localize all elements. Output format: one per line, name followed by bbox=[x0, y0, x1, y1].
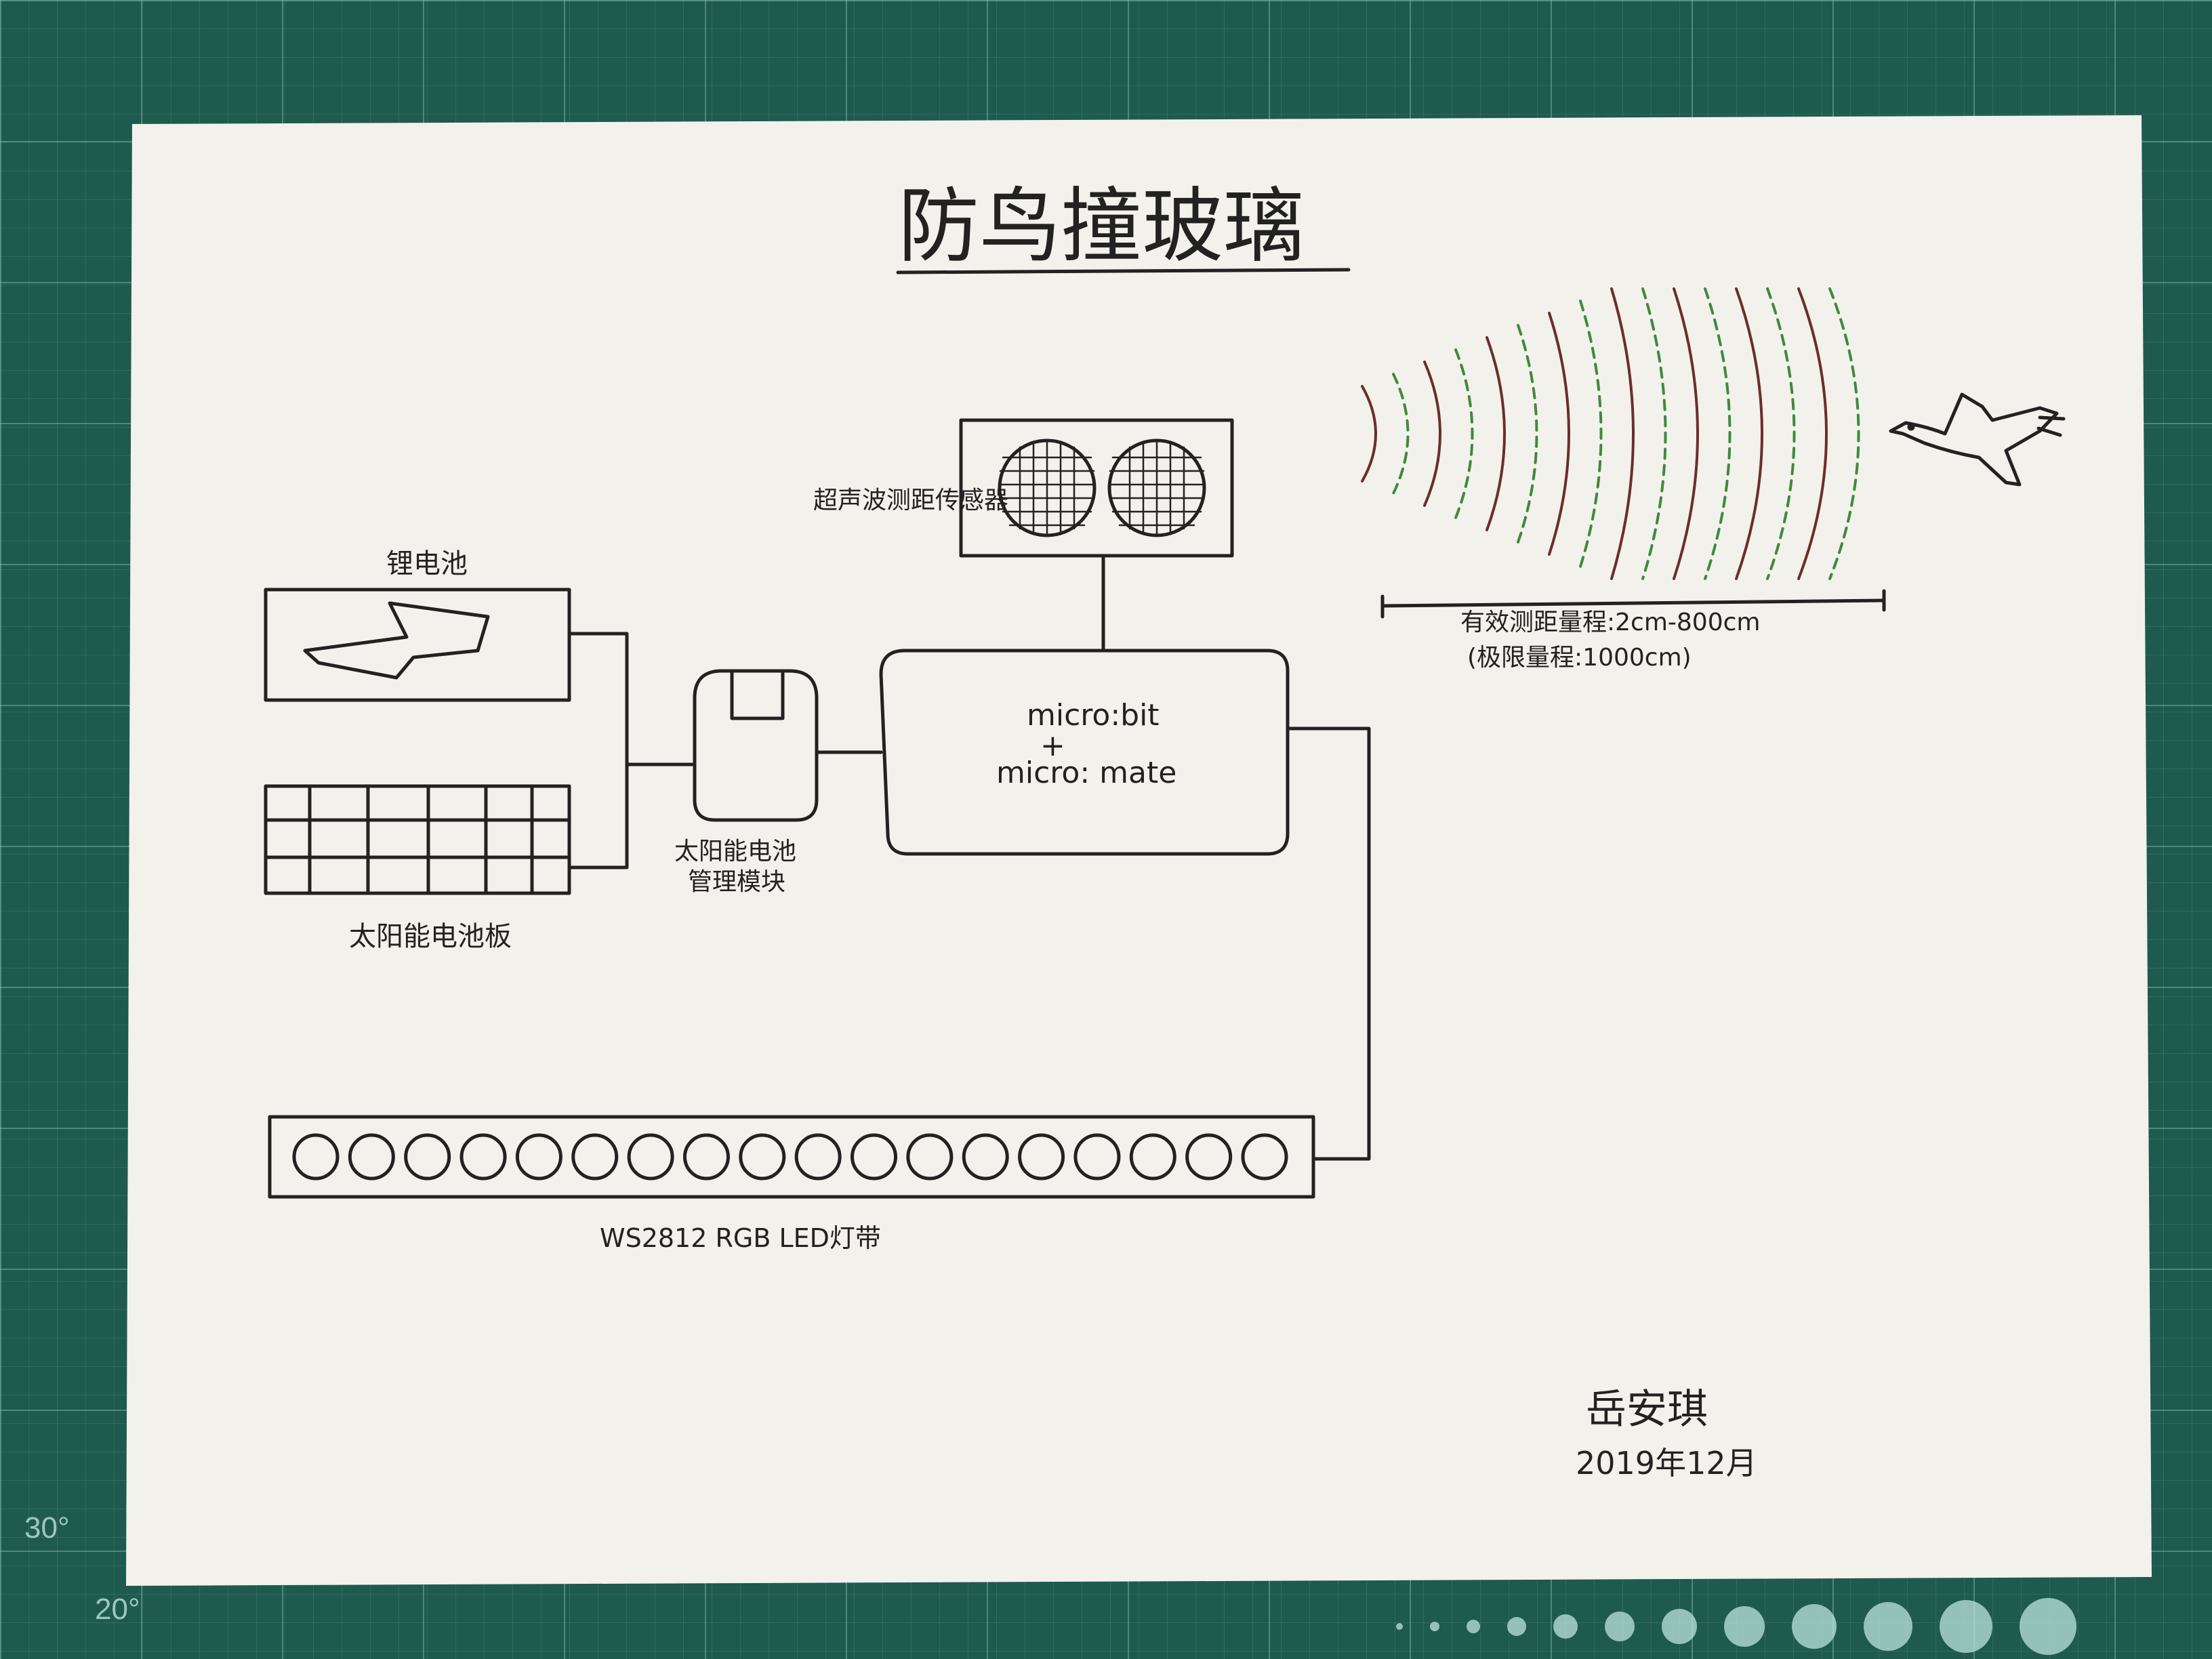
wave-arc-solid bbox=[1673, 287, 1699, 580]
range-label-line1: 有效测距量程:2cm-800cm bbox=[1460, 609, 1760, 636]
wave-arc-dashed bbox=[1766, 287, 1796, 580]
led bbox=[962, 1133, 1009, 1181]
wave-arc-solid bbox=[1486, 336, 1506, 531]
controller-to-led-wire bbox=[1286, 726, 1371, 1161]
led-strip-label: WS2812 RGB LED灯带 bbox=[600, 1223, 881, 1253]
mat-dot bbox=[1792, 1604, 1837, 1649]
led bbox=[1185, 1133, 1233, 1181]
mat-dot bbox=[1467, 1620, 1480, 1633]
solar-management-module bbox=[693, 669, 819, 822]
mat-dot bbox=[1430, 1622, 1439, 1631]
mat-dot bbox=[1553, 1614, 1578, 1639]
wave-arc-solid bbox=[1423, 361, 1441, 507]
led bbox=[794, 1133, 842, 1181]
led bbox=[404, 1133, 451, 1181]
wave-arc-dashed bbox=[1828, 287, 1860, 580]
controller-plus: + bbox=[1040, 729, 1065, 763]
led bbox=[682, 1133, 730, 1181]
mat-dot bbox=[1605, 1612, 1635, 1641]
author-signature: 岳安琪 bbox=[1586, 1386, 1708, 1433]
paper-sheet: 防鸟撞玻璃 超声波测距传感器 bbox=[125, 115, 2152, 1586]
range-arrow-line bbox=[1380, 598, 1886, 608]
wave-arc-dashed bbox=[1392, 373, 1410, 495]
led bbox=[1241, 1133, 1288, 1181]
wave-arc-solid bbox=[1797, 287, 1828, 580]
wave-arc-solid bbox=[1548, 312, 1570, 556]
led bbox=[627, 1133, 674, 1181]
signature-date: 2019年12月 bbox=[1576, 1445, 1757, 1481]
led bbox=[739, 1133, 786, 1181]
mat-dot bbox=[1724, 1606, 1765, 1647]
lightning-bolt-icon bbox=[303, 601, 490, 680]
sensor-mesh bbox=[998, 439, 1206, 537]
sensor-label: 超声波测距传感器 bbox=[813, 487, 1008, 514]
range-label-line2: (极限量程:1000cm) bbox=[1467, 644, 1692, 672]
mat-dot bbox=[1662, 1609, 1697, 1644]
led bbox=[348, 1133, 395, 1181]
solar-panel-grid bbox=[264, 784, 571, 895]
mat-dot bbox=[2020, 1598, 2076, 1655]
led-strip-box bbox=[268, 1115, 1315, 1199]
power-source-wires bbox=[567, 632, 629, 869]
led bbox=[1073, 1133, 1121, 1181]
led bbox=[515, 1133, 562, 1181]
wave-arc-dashed bbox=[1454, 348, 1474, 519]
led bbox=[459, 1133, 507, 1181]
wave-arc-dashed bbox=[1579, 300, 1603, 568]
mat-dot bbox=[1864, 1602, 1912, 1651]
mat-dot bbox=[1396, 1623, 1403, 1630]
lithium-battery-box bbox=[264, 588, 571, 702]
wave-arc-dashed bbox=[1517, 324, 1538, 544]
led bbox=[292, 1133, 340, 1181]
wave-arc-solid bbox=[1735, 287, 1763, 580]
mat-angle-label-20: 20° bbox=[95, 1593, 140, 1626]
led bbox=[1018, 1133, 1065, 1181]
mat-angle-label-30: 30° bbox=[24, 1511, 70, 1544]
diagram-title: 防鸟撞玻璃 bbox=[898, 180, 1305, 274]
title-underline bbox=[896, 268, 1351, 274]
module-notch bbox=[730, 669, 785, 720]
led bbox=[851, 1133, 898, 1181]
led bbox=[1129, 1133, 1176, 1181]
wave-arc-solid bbox=[1361, 385, 1377, 483]
hand-drawn-diagram: 防鸟撞玻璃 超声波测距传感器 bbox=[264, 180, 2066, 1481]
controller-line2: micro: mate bbox=[996, 756, 1176, 790]
wave-arc-solid bbox=[1610, 287, 1635, 580]
solar-panel-label: 太阳能电池板 bbox=[349, 921, 512, 952]
solar-module-label-line1: 太阳能电池 bbox=[674, 838, 796, 865]
controller-line1: micro:bit bbox=[1027, 698, 1160, 733]
led-strip-leds bbox=[292, 1133, 1288, 1181]
led bbox=[571, 1133, 619, 1181]
ultrasonic-sensor-box bbox=[959, 418, 1234, 558]
solar-panel-box bbox=[264, 784, 571, 895]
controller-board bbox=[879, 649, 1290, 856]
wave-arc-dashed bbox=[1704, 287, 1732, 580]
led bbox=[906, 1133, 954, 1181]
bird-icon bbox=[1889, 392, 2066, 487]
solar-module-label-line2: 管理模块 bbox=[688, 868, 785, 896]
ultrasonic-waves bbox=[1361, 287, 1860, 580]
lithium-battery-label: 锂电池 bbox=[386, 548, 468, 579]
wave-arc-dashed bbox=[1641, 287, 1667, 580]
mat-dot bbox=[1507, 1617, 1526, 1636]
mat-dot bbox=[1940, 1600, 1992, 1653]
